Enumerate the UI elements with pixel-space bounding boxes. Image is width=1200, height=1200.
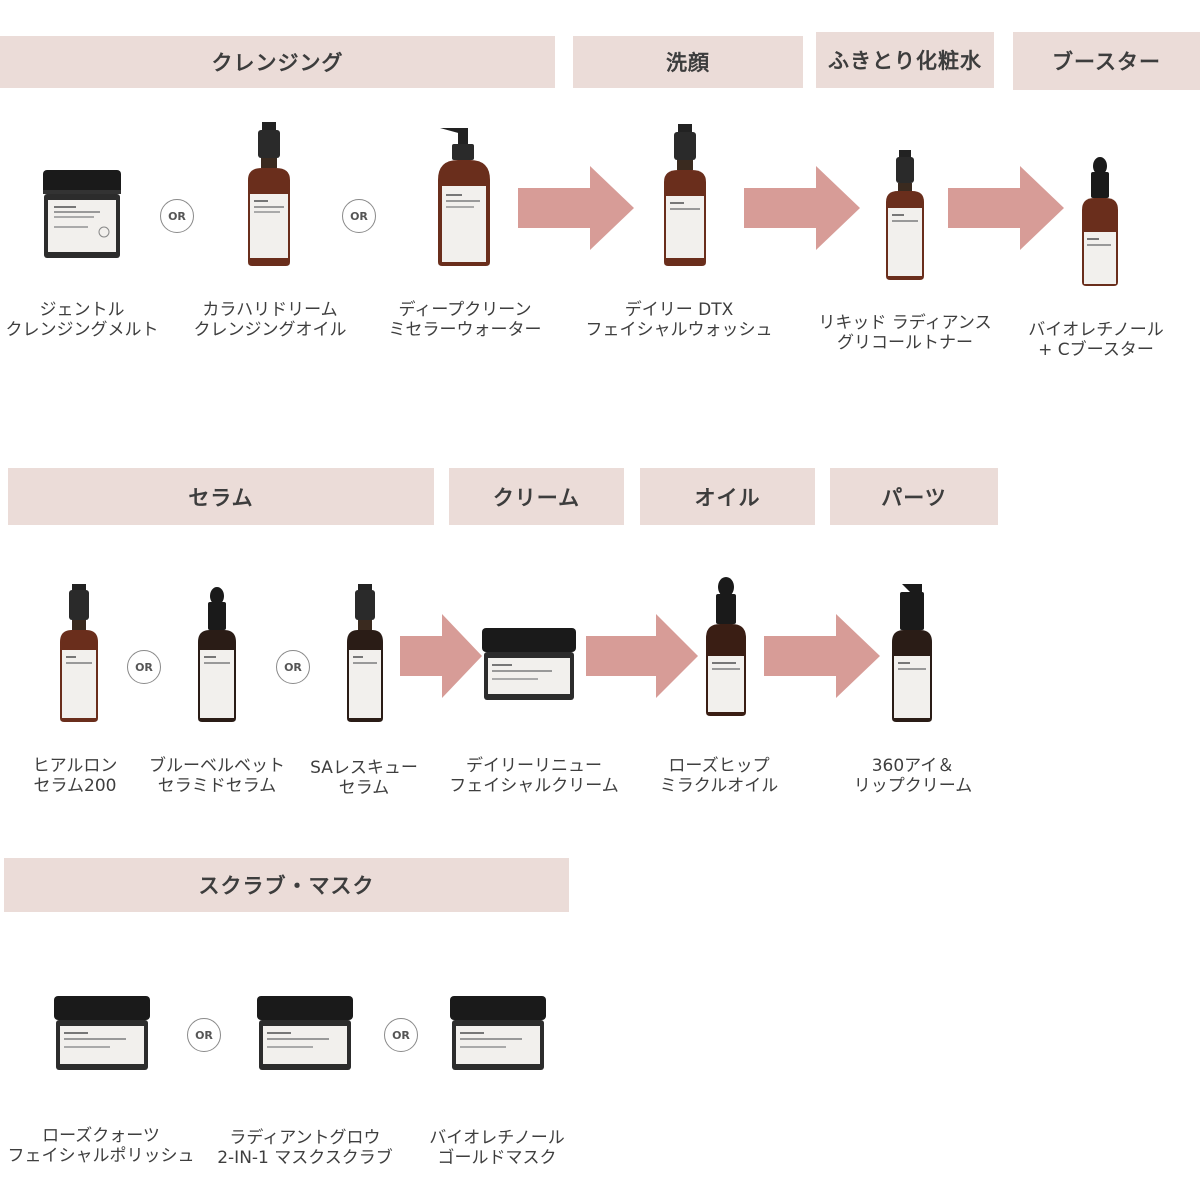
header-scrub-mask: スクラブ・マスク: [4, 858, 569, 912]
product-name-eye-lip-cream: 360アイ＆リップクリーム: [853, 756, 973, 796]
product-image-facial-wash: [664, 124, 706, 266]
product-image-facial-polish: [54, 996, 150, 1070]
product-image-eye-lip-cream: [892, 584, 932, 722]
header-parts: パーツ: [830, 468, 998, 525]
or-badge: OR: [187, 1018, 221, 1052]
product-name-facial-polish: ローズクォーツフェイシャルポリッシュ: [7, 1126, 195, 1166]
product-image-mask-scrub: [257, 996, 353, 1070]
or-badge: OR: [276, 650, 310, 684]
product-name-booster: バイオレチノール+ Cブースター: [1028, 320, 1164, 360]
header-cleansing: クレンジング: [0, 36, 555, 88]
step-arrow-icon: [948, 166, 1064, 250]
step-arrow-icon: [586, 614, 698, 698]
product-name-toner: リキッド ラディアンスグリコールトナー: [818, 313, 992, 353]
product-name-facial-cream: デイリーリニューフェイシャルクリーム: [449, 756, 619, 796]
product-name-micellar-water: ディープクリーンミセラーウォーター: [388, 300, 542, 340]
product-image-toner: [886, 150, 924, 280]
product-image-booster: [1082, 157, 1118, 286]
header-cream: クリーム: [449, 468, 624, 525]
header-toner: ふきとり化粧水: [816, 32, 994, 88]
step-arrow-icon: [744, 166, 860, 250]
or-badge: OR: [384, 1018, 418, 1052]
product-name-cleansing-oil: カラハリドリームクレンジングオイル: [193, 300, 347, 340]
product-name-cleansing-melt: ジェントルクレンジングメルト: [5, 300, 159, 340]
step-arrow-icon: [518, 166, 634, 250]
or-badge: OR: [160, 199, 194, 233]
or-badge: OR: [342, 199, 376, 233]
product-image-facial-cream: [482, 628, 576, 700]
product-image-cleansing-melt: [43, 170, 121, 258]
product-name-hyaluron-serum: ヒアルロンセラム200: [32, 756, 118, 796]
product-name-rosehip-oil: ローズヒップミラクルオイル: [659, 756, 779, 796]
header-serum: セラム: [8, 468, 434, 525]
product-image-cleansing-oil: [248, 122, 290, 266]
product-image-rosehip-oil: [706, 577, 746, 716]
product-image-hyaluron-serum: [60, 584, 98, 722]
step-arrow-icon: [400, 614, 482, 698]
header-oil: オイル: [640, 468, 815, 525]
header-booster: ブースター: [1013, 32, 1200, 90]
product-name-gold-mask: バイオレチノールゴールドマスク: [429, 1128, 565, 1168]
product-image-gold-mask: [450, 996, 546, 1070]
product-name-ceramide-serum: ブルーベルベットセラミドセラム: [149, 756, 285, 796]
product-image-ceramide-serum: [198, 587, 236, 722]
product-name-sa-rescue-serum: SAレスキューセラム: [310, 758, 418, 798]
header-face-wash: 洗顔: [573, 36, 803, 88]
product-image-micellar-water: [438, 128, 490, 266]
step-arrow-icon: [764, 614, 880, 698]
product-image-sa-rescue-serum: [347, 584, 383, 722]
or-badge: OR: [127, 650, 161, 684]
